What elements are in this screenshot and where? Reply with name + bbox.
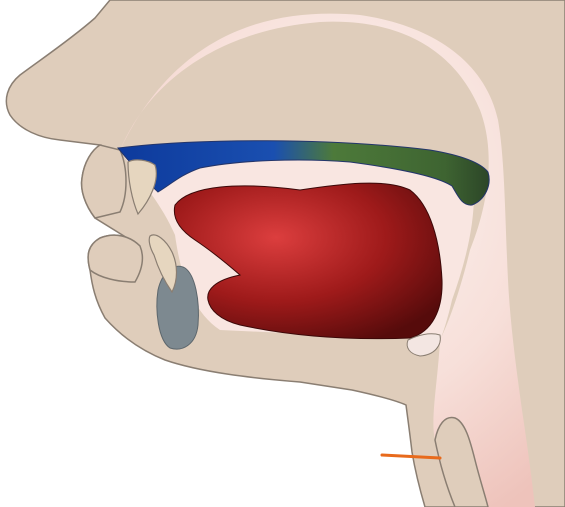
upper-lip bbox=[82, 145, 126, 218]
